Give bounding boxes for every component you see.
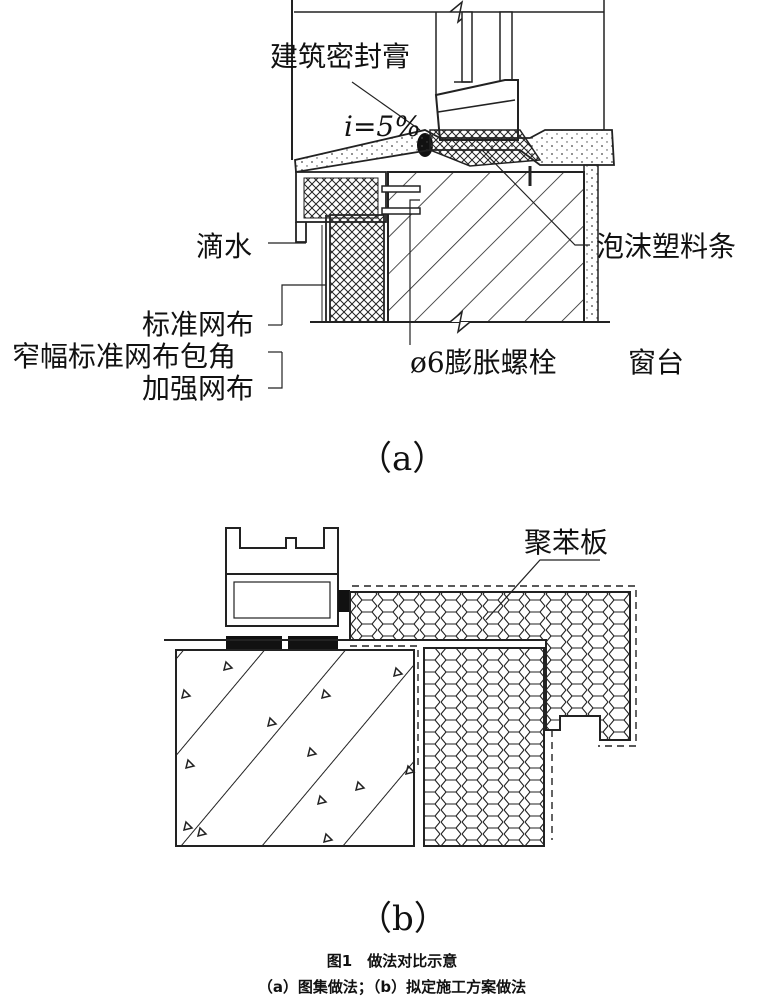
label-sill: 窗台 [628,346,684,379]
label-reinforce-mesh: 加强网布 [142,372,254,405]
panel-b-sublabel: （b） [358,899,448,939]
figure-caption-title: 图1 做法对比示意 [327,952,457,970]
label-foam-strip: 泡沫塑料条 [596,230,736,263]
figure-caption-subtitle: （a）图集做法；（b）拟定施工方案做法 [258,978,526,996]
panel-b-drawing: 聚苯板 （b） [164,526,637,939]
label-std-mesh: 标准网布 [142,308,254,341]
panel-a-drawing: 建筑密封膏 i=5% 滴水 泡沫塑料条 标准网布 窄幅标准网布包角 加强网布 ø… [12,0,736,479]
label-narrow-mesh-corner: 窄幅标准网布包角 [12,340,236,373]
label-drip: 滴水 [196,230,252,263]
panel-a-sublabel: （a） [358,439,446,479]
label-slope: i=5% [344,110,421,143]
label-sealant: 建筑密封膏 [270,40,410,73]
label-bolt: ø6膨胀螺栓 [410,346,557,379]
label-eps-board: 聚苯板 [524,526,608,559]
